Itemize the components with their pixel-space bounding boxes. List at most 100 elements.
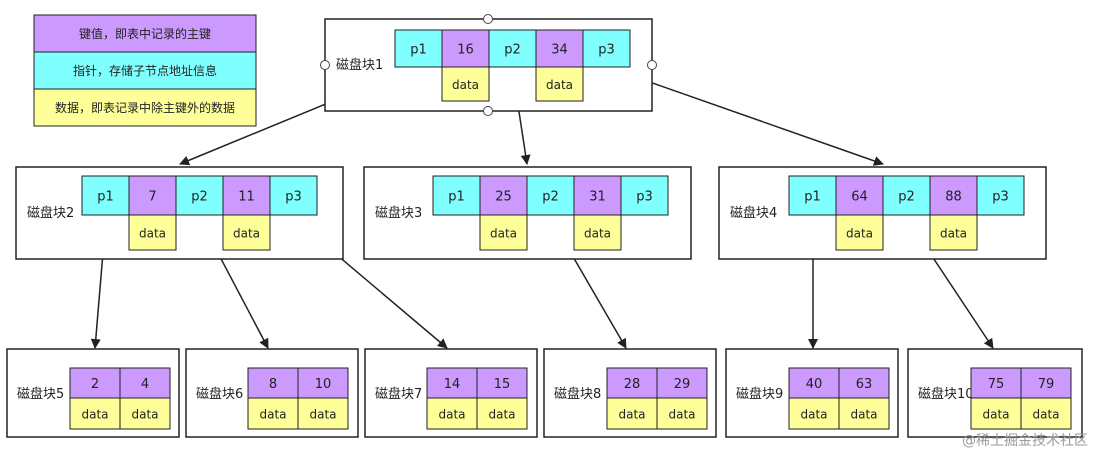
key-cell — [1020, 367, 1072, 399]
pointer-cell-text: p3 — [598, 43, 615, 58]
selection-handles[interactable] — [320, 14, 657, 116]
resize-handle-bottom[interactable] — [483, 106, 493, 116]
data-cell — [222, 214, 271, 251]
data-cell-text: data — [139, 227, 166, 241]
data-cell-text: data — [584, 227, 611, 241]
legend-key-label: 键值，即表中记录的主键 — [79, 26, 211, 41]
data-cell — [128, 214, 177, 251]
data-cell-text: data — [982, 408, 1009, 422]
data-cell — [788, 397, 840, 430]
pointer-cell-text: p2 — [191, 190, 208, 205]
data-cell-text: data — [940, 227, 967, 241]
pointer-cell — [976, 175, 1025, 216]
data-cell — [929, 214, 978, 251]
disk-block-2[interactable]: 磁盘块2 p1 7 p2 11 p3 data data — [15, 166, 344, 260]
pointer-cell — [582, 29, 631, 68]
key-cell — [69, 367, 121, 399]
key-cell — [128, 175, 177, 216]
key-cell-text: 31 — [589, 190, 606, 205]
resize-handle-top[interactable] — [483, 14, 493, 24]
key-cell-text: 11 — [238, 190, 255, 205]
pointer-cell — [526, 175, 575, 216]
data-cell — [426, 397, 478, 430]
data-cell — [1020, 397, 1072, 430]
data-cell — [247, 397, 299, 430]
data-cell — [119, 397, 171, 430]
disk-block-label: 磁盘块8 — [554, 386, 601, 402]
key-cell-text: 10 — [315, 377, 332, 392]
key-cell — [119, 367, 171, 399]
key-cell-text: 29 — [674, 377, 691, 392]
key-cell — [656, 367, 708, 399]
pointer-cell-text: p1 — [448, 190, 465, 205]
data-cell-text: data — [618, 408, 645, 422]
data-cell — [441, 66, 490, 102]
data-cell — [479, 214, 528, 251]
pointer-cell — [175, 175, 224, 216]
data-cell-text: data — [490, 227, 517, 241]
disk-block-3[interactable]: 磁盘块3 p1 25 p2 31 p3 data data — [363, 166, 692, 260]
key-cell — [476, 367, 528, 399]
key-cell — [247, 367, 299, 399]
key-cell-text: 2 — [91, 377, 99, 392]
data-cell — [69, 397, 121, 430]
pointer-cell-text: p2 — [504, 43, 521, 58]
key-cell-text: 7 — [148, 190, 156, 205]
pointer-cell-text: p3 — [285, 190, 302, 205]
pointer-cell — [269, 175, 318, 216]
data-cell-text: data — [546, 78, 573, 92]
pointer-cell — [882, 175, 931, 216]
data-cell — [535, 66, 584, 102]
key-cell-text: 34 — [551, 43, 568, 58]
key-cell — [441, 29, 490, 68]
data-cell-text: data — [452, 78, 479, 92]
pointer-cell-text: p3 — [636, 190, 653, 205]
watermark: @稀土掘金技术社区 — [962, 433, 1088, 449]
pointer-cell — [394, 29, 443, 68]
data-cell — [297, 397, 349, 430]
disk-block-label: 磁盘块7 — [375, 386, 422, 402]
key-cell-text: 40 — [806, 377, 823, 392]
data-cell-text: data — [800, 408, 827, 422]
data-cell — [606, 397, 658, 430]
disk-block-label: 磁盘块2 — [27, 205, 74, 221]
resize-handle-right[interactable] — [647, 60, 657, 70]
data-cell-text: data — [846, 227, 873, 241]
data-cell — [835, 214, 884, 251]
pointer-cell-text: p1 — [410, 43, 427, 58]
disk-block-label: 磁盘块10 — [918, 386, 974, 402]
disk-block-label: 磁盘块9 — [736, 386, 783, 402]
legend: 键值，即表中记录的主键 指针，存储子节点地址信息 数据，即表记录中除主键外的数据 — [33, 14, 257, 127]
resize-handle-left[interactable] — [320, 60, 330, 70]
pointer-cell-text: p2 — [542, 190, 559, 205]
data-cell — [970, 397, 1022, 430]
data-cell — [476, 397, 528, 430]
data-cell-text: data — [1032, 408, 1059, 422]
key-cell-text: 4 — [141, 377, 149, 392]
data-cell — [838, 397, 890, 430]
key-cell-text: 25 — [495, 190, 512, 205]
key-cell-text: 14 — [444, 377, 461, 392]
disk-block-label: 磁盘块3 — [375, 205, 422, 221]
disk-block-label: 磁盘块1 — [336, 57, 383, 73]
data-cell-text: data — [233, 227, 260, 241]
data-cell-text: data — [259, 408, 286, 422]
pointer-cell-text: p1 — [97, 190, 114, 205]
disk-block-label: 磁盘块4 — [730, 205, 777, 221]
key-cell-text: 8 — [269, 377, 277, 392]
key-cell — [573, 175, 622, 216]
key-cell — [838, 367, 890, 399]
legend-data-label: 数据，即表记录中除主键外的数据 — [55, 100, 235, 115]
pointer-cell — [81, 175, 130, 216]
pointer-cell — [432, 175, 481, 216]
key-cell — [479, 175, 528, 216]
